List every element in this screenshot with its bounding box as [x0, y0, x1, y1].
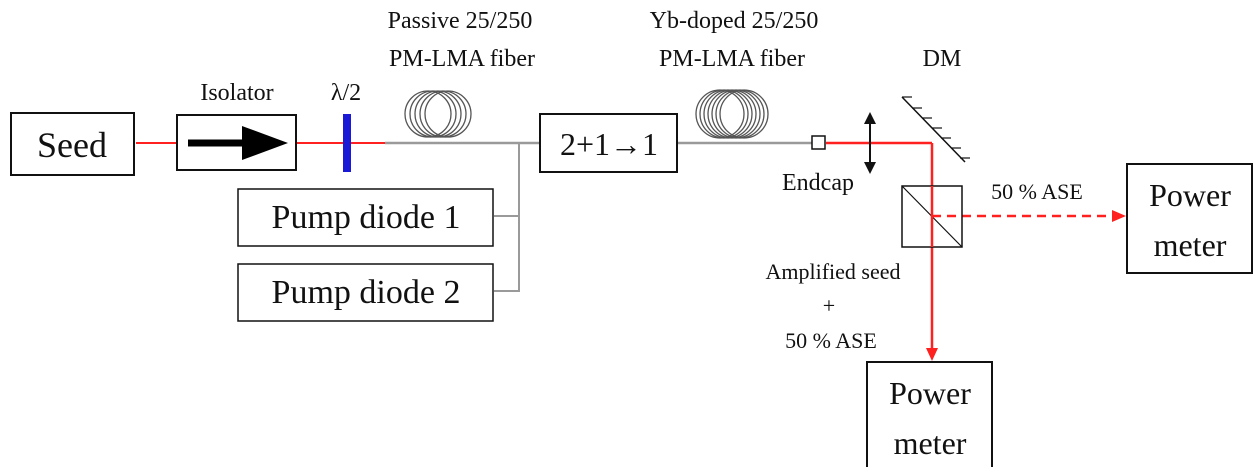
combiner-block: 2+1→1	[539, 113, 678, 173]
passive-fiber-label-2: PM-LMA fiber	[389, 46, 535, 72]
passive-fiber-coil: Passive 25/250 PM-LMA fiber	[388, 8, 535, 138]
combiner-label: 2+1→1	[560, 126, 658, 162]
endcap: Endcap	[782, 135, 854, 196]
output-label-1: Amplified seed	[765, 259, 900, 284]
power-meter-bottom: Power meter	[866, 361, 993, 467]
beam-arrowhead-bottom	[926, 348, 938, 361]
output-label-3: 50 % ASE	[785, 328, 877, 353]
dm-mirror-icon	[901, 96, 966, 163]
seed-label: Seed	[37, 125, 107, 165]
dm-hatching	[902, 96, 970, 159]
pump-diode-2-block: Pump diode 2	[237, 263, 494, 322]
lens-icon	[864, 112, 876, 174]
endcap-label: Endcap	[782, 170, 854, 196]
power-meter-bottom-label-2: meter	[894, 425, 967, 461]
isolator-block: Isolator	[176, 80, 297, 171]
waveplate-icon	[343, 114, 351, 172]
dm-label: DM	[923, 46, 962, 72]
ase-side-label: 50 % ASE	[991, 179, 1083, 204]
power-meter-right-label-2: meter	[1154, 227, 1227, 263]
passive-fiber-label-1: Passive 25/250	[388, 8, 533, 34]
power-meter-right-label-1: Power	[1149, 177, 1231, 213]
power-meter-bottom-label-1: Power	[889, 375, 971, 411]
isolator-label: Isolator	[200, 80, 273, 106]
pump-diode-1-label: Pump diode 1	[272, 199, 461, 236]
beam-arrowhead-right	[1112, 210, 1126, 222]
power-meter-right: Power meter	[1126, 163, 1253, 274]
seed-block: Seed	[10, 112, 135, 176]
fiber-coil-icon	[404, 90, 472, 138]
output-label-2: +	[823, 293, 835, 318]
half-waveplate: λ/2	[331, 80, 361, 172]
dichroic-mirror: DM	[901, 46, 970, 163]
doped-fiber-label-1: Yb-doped 25/250	[650, 8, 819, 34]
isolator-arrow-icon	[242, 126, 288, 160]
doped-fiber-coil: Yb-doped 25/250 PM-LMA fiber	[650, 8, 819, 139]
doped-coil-icon	[695, 89, 769, 139]
fiber-pump-2	[494, 143, 520, 292]
pump-diode-1-block: Pump diode 1	[237, 188, 494, 247]
endcap-icon	[811, 135, 826, 150]
pump-diode-2-label: Pump diode 2	[272, 274, 461, 311]
waveplate-label: λ/2	[331, 80, 361, 106]
doped-fiber-label-2: PM-LMA fiber	[659, 46, 805, 72]
